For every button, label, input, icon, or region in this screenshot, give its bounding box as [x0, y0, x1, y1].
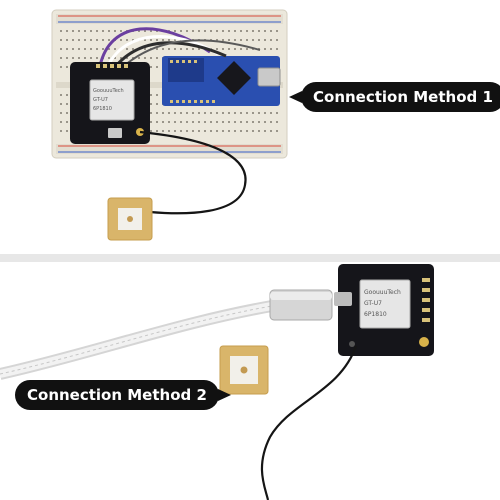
- module-brand-label: GoouuuTech: [93, 88, 124, 94]
- connection-method-2-label: Connection Method 2: [15, 380, 231, 410]
- module-model-label: GT-U7: [93, 97, 108, 103]
- gps-chip-shield: [359, 279, 411, 329]
- usb-cable-scene: GoouuuTech GT-U7 6P1810: [0, 264, 434, 500]
- module-chip-label: 6P1810: [93, 106, 112, 112]
- micro-usb-port: [334, 292, 352, 306]
- micro-usb-port: [108, 128, 122, 138]
- antenna-cable: [139, 130, 247, 215]
- antenna-cable: [260, 345, 358, 500]
- connection-method-2-photo: GoouuuTech GT-U7 6P1810 Connection Metho…: [0, 262, 500, 500]
- connection-method-1-photo: GoouuuTech GT-U7 6P1810 Connection Metho…: [51, 9, 500, 241]
- gps-chip-shield: [89, 79, 135, 121]
- module-chip-label: 6P1810: [364, 311, 387, 318]
- usb-port: [257, 67, 281, 87]
- module-model-label: GT-U7: [364, 300, 382, 307]
- module-brand-label: GoouuuTech: [364, 289, 401, 296]
- antenna-connector: [419, 337, 429, 347]
- microcontroller-chip: [217, 61, 251, 95]
- breadboard-scene: GoouuuTech GT-U7 6P1810: [51, 9, 288, 241]
- connection-method-1-label: Connection Method 1: [289, 82, 500, 112]
- panel-divider: [0, 254, 500, 262]
